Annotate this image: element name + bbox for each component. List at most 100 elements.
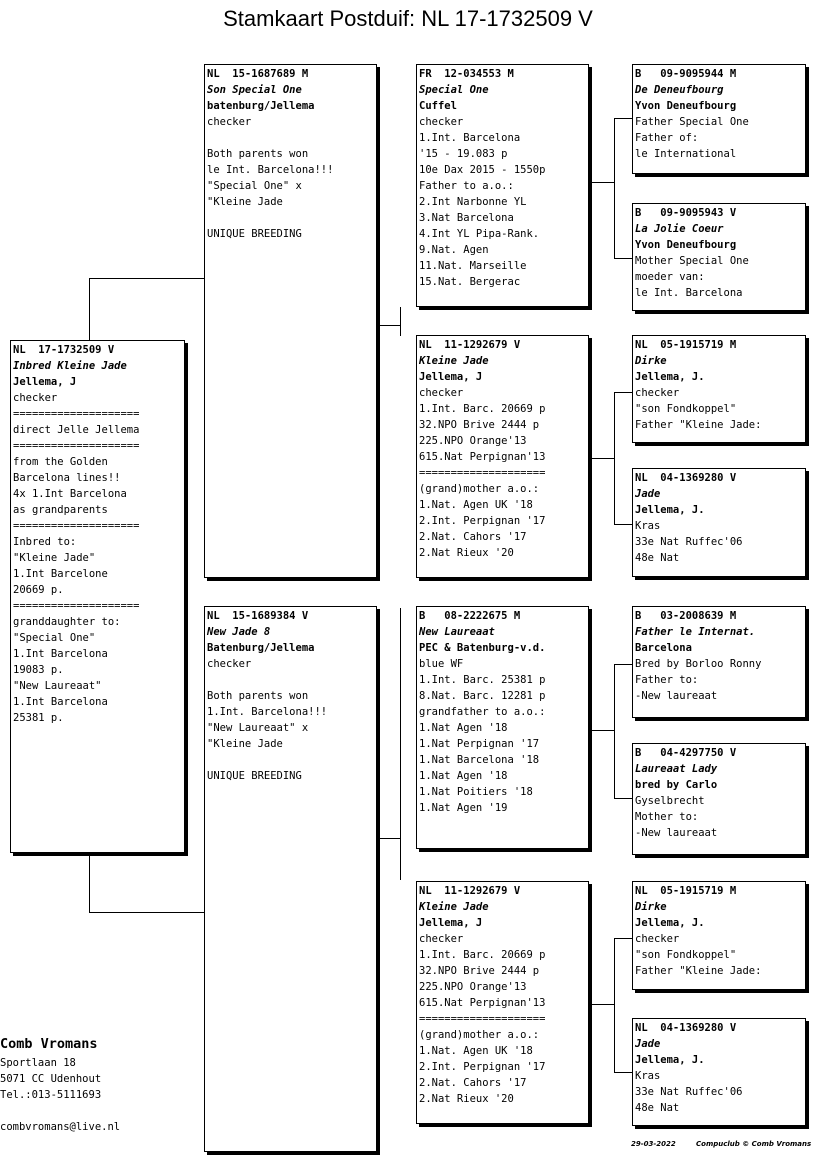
connector-line bbox=[614, 938, 634, 939]
pigeon-name: New Jade 8 bbox=[207, 626, 271, 638]
owner-name: bred by Carlo bbox=[635, 779, 718, 791]
note-line: 2.Nat Rieux '20 bbox=[419, 547, 514, 559]
note-line: 1.Int Barcelone bbox=[13, 568, 108, 580]
note-line: Father Special One bbox=[635, 116, 749, 128]
note-line: le Int. Barcelona!!! bbox=[207, 164, 334, 176]
note-line: direct Jelle Jellema bbox=[13, 424, 140, 436]
connector-line bbox=[614, 392, 634, 393]
feather-color: checker bbox=[419, 387, 464, 399]
breeder-address: Sportlaan 18 bbox=[0, 1057, 76, 1069]
note-line: 1.Int. Barc. 20669 p bbox=[419, 403, 546, 415]
owner-name: Yvon Deneufbourg bbox=[635, 239, 737, 251]
note-line: 48e Nat bbox=[635, 552, 680, 564]
note-line: Father "Kleine Jade: bbox=[635, 965, 762, 977]
ring-number: FR 12-034553 M bbox=[419, 68, 514, 80]
note-line: 4.Int YL Pipa-Rank. bbox=[419, 228, 540, 240]
owner-name: Yvon Deneufbourg bbox=[635, 100, 737, 112]
note-line: 19083 p. bbox=[13, 664, 64, 676]
note-line: ==================== bbox=[13, 440, 140, 452]
note-line bbox=[207, 210, 376, 226]
feather-color: checker bbox=[13, 392, 58, 404]
software-credit: Compuclub © Comb Vromans bbox=[696, 1140, 812, 1148]
note-line: 2.Nat. Cahors '17 bbox=[419, 531, 527, 543]
owner-name: Jellema, J bbox=[419, 371, 483, 383]
ring-number: B 09-9095943 V bbox=[635, 207, 737, 219]
connector-line bbox=[614, 798, 634, 799]
note-line: Mother Special One bbox=[635, 255, 749, 267]
connector-line bbox=[614, 392, 615, 524]
owner-name: Jellema, J. bbox=[635, 917, 705, 929]
connector-line bbox=[589, 1004, 614, 1005]
note-line: 1.Nat Poitiers '18 bbox=[419, 786, 533, 798]
connector-line bbox=[376, 838, 400, 839]
connector-line bbox=[614, 258, 634, 259]
pigeon-name: Jade bbox=[635, 488, 661, 500]
pigeon-name: Jade bbox=[635, 1038, 661, 1050]
connector-line bbox=[400, 608, 401, 880]
breeder-name: Comb Vromans bbox=[0, 1036, 98, 1052]
note-line: 1.Nat Agen '18 bbox=[419, 770, 508, 782]
note-line: 1.Nat Agen '18 bbox=[419, 722, 508, 734]
owner-name: Barcelona bbox=[635, 642, 692, 654]
note-line bbox=[207, 130, 376, 146]
note-line: ==================== bbox=[13, 520, 140, 532]
connector-line bbox=[614, 1072, 634, 1073]
note-line: Father to: bbox=[635, 674, 699, 686]
owner-name: Jellema, J. bbox=[635, 504, 705, 516]
breeder-phone: Tel.:013-5111693 bbox=[0, 1089, 102, 1101]
note-line: "Kleine Jade" bbox=[13, 552, 96, 564]
note-line: 225.NPO Orange'13 bbox=[419, 981, 527, 993]
note-line: Kras bbox=[635, 520, 661, 532]
ring-number: NL 11-1292679 V bbox=[419, 885, 521, 897]
page-title: Stamkaart Postduif: NL 17-1732509 V bbox=[223, 6, 593, 31]
note-line: 10e Dax 2015 - 1550p bbox=[419, 164, 546, 176]
note-line: 32.NPO Brive 2444 p bbox=[419, 419, 540, 431]
note-line: 33e Nat Ruffec'06 bbox=[635, 536, 743, 548]
connector-line bbox=[589, 458, 614, 459]
note-line: UNIQUE BREEDING bbox=[207, 228, 302, 240]
connector-line bbox=[614, 118, 615, 258]
breeder-info: Comb Vromans Sportlaan 18 5071 CC Udenho… bbox=[0, 1035, 120, 1135]
note-line: Mother to: bbox=[635, 811, 699, 823]
ring-number: B 08-2222675 M bbox=[419, 610, 521, 622]
note-line: grandfather to a.o.: bbox=[419, 706, 546, 718]
connector-line bbox=[614, 938, 615, 1072]
feather-color: checker bbox=[419, 933, 464, 945]
note-line: Both parents won bbox=[207, 148, 309, 160]
pigeon-name: Laureaat Lady bbox=[635, 763, 718, 775]
breeder-email[interactable]: combvromans@live.nl bbox=[0, 1121, 121, 1133]
note-line: 1.Int. Barc. 20669 p bbox=[419, 949, 546, 961]
ring-number: NL 11-1292679 V bbox=[419, 339, 521, 351]
note-line: "Kleine Jade bbox=[207, 196, 283, 208]
note-line bbox=[207, 672, 376, 688]
note-line: 48e Nat bbox=[635, 1102, 680, 1114]
note-line: 20669 p. bbox=[13, 584, 64, 596]
note-line: 1.Nat Agen '19 bbox=[419, 802, 508, 814]
note-line: 11.Nat. Marseille bbox=[419, 260, 527, 272]
note-line: -New laureaat bbox=[635, 827, 718, 839]
owner-name: Jellema, J. bbox=[635, 1054, 705, 1066]
spacer bbox=[0, 1103, 120, 1119]
note-line: 4x 1.Int Barcelona bbox=[13, 488, 127, 500]
note-line: 1.Int Barcelona bbox=[13, 696, 108, 708]
note-line: 9.Nat. Agen bbox=[419, 244, 489, 256]
note-line: (grand)mother a.o.: bbox=[419, 483, 540, 495]
note-line: ==================== bbox=[13, 600, 140, 612]
pigeon-name: Dirke bbox=[635, 355, 667, 367]
note-line: 25381 p. bbox=[13, 712, 64, 724]
ring-number: NL 04-1369280 V bbox=[635, 1022, 737, 1034]
ring-number: B 04-4297750 V bbox=[635, 747, 737, 759]
note-line: 1.Nat Barcelona '18 bbox=[419, 754, 540, 766]
pigeon-name: De Deneufbourg bbox=[635, 84, 724, 96]
note-line: "Special One" bbox=[13, 632, 96, 644]
note-line: Gyselbrecht bbox=[635, 795, 705, 807]
